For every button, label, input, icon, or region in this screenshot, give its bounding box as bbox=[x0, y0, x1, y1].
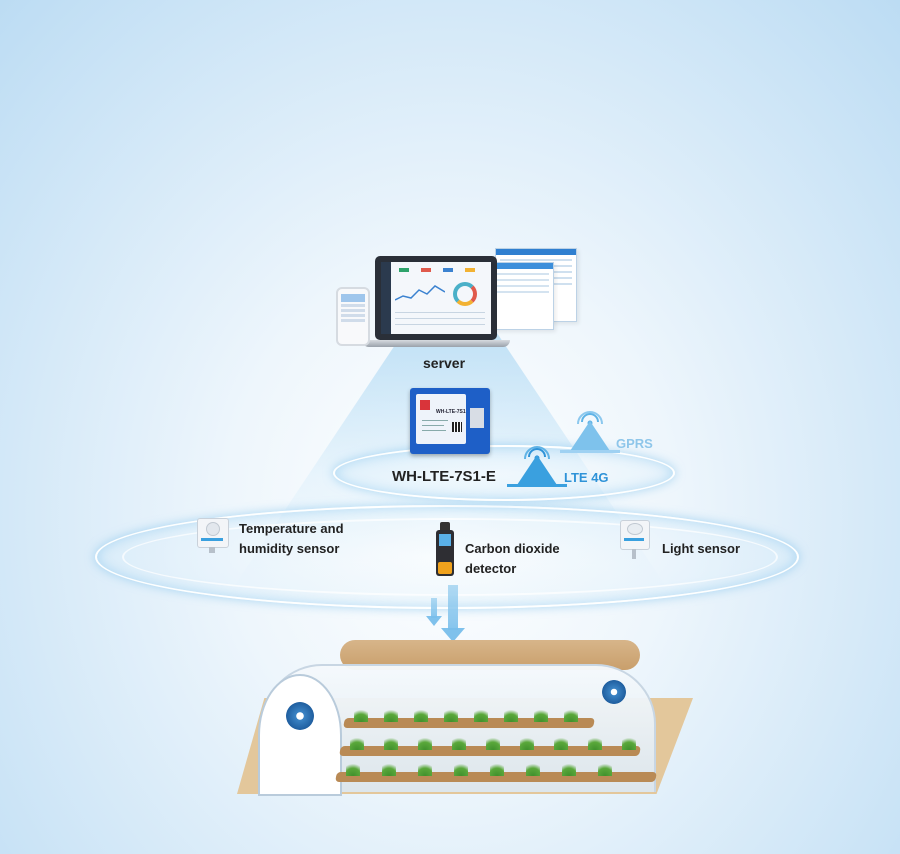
laptop-icon bbox=[375, 256, 497, 340]
plant bbox=[384, 706, 398, 722]
fan-icon bbox=[286, 702, 314, 730]
plant bbox=[588, 734, 602, 750]
light-sensor-label: Light sensor bbox=[662, 541, 741, 556]
plant bbox=[520, 734, 534, 750]
plant bbox=[418, 734, 432, 750]
down-arrowhead-large bbox=[441, 628, 465, 642]
network-ring bbox=[333, 445, 675, 501]
gprs-label: GPRS bbox=[616, 436, 653, 451]
plant bbox=[454, 760, 468, 776]
fan-icon-right bbox=[602, 680, 626, 704]
plant bbox=[350, 734, 364, 750]
greenhouse-icon bbox=[258, 664, 657, 796]
gprs-tower-base bbox=[560, 450, 620, 453]
down-arrow-small bbox=[431, 598, 437, 618]
plant bbox=[490, 760, 504, 776]
co2-label-1: Carbon dioxide bbox=[465, 541, 560, 556]
temperature-humidity-sensor-icon bbox=[197, 518, 229, 553]
plant bbox=[444, 706, 458, 722]
server-label: server bbox=[423, 355, 466, 371]
plant bbox=[504, 706, 518, 722]
plant bbox=[474, 706, 488, 722]
lte-module-icon: WH-LTE-7S1 bbox=[410, 388, 490, 454]
plant bbox=[486, 734, 500, 750]
phone-icon bbox=[336, 287, 370, 346]
plant bbox=[562, 760, 576, 776]
light-sensor-icon bbox=[620, 520, 650, 560]
plant bbox=[564, 706, 578, 722]
plant bbox=[452, 734, 466, 750]
greenhouse-endcap-left bbox=[258, 674, 342, 796]
temp-sensor-label-2: humidity sensor bbox=[239, 541, 340, 556]
planting-bed bbox=[343, 718, 595, 728]
module-chip-text: WH-LTE-7S1 bbox=[436, 409, 466, 415]
plant bbox=[418, 760, 432, 776]
lte-tower-icon bbox=[517, 455, 557, 485]
plant bbox=[346, 760, 360, 776]
plant bbox=[526, 760, 540, 776]
laptop-base bbox=[362, 340, 510, 347]
co2-label-2: detector bbox=[465, 561, 517, 576]
plant bbox=[384, 734, 398, 750]
down-arrow-large bbox=[448, 585, 458, 630]
down-arrowhead-small bbox=[426, 616, 442, 626]
module-label: WH-LTE-7S1-E bbox=[392, 468, 496, 485]
plant bbox=[354, 706, 368, 722]
plant bbox=[382, 760, 396, 776]
temp-sensor-label-1: Temperature and bbox=[239, 521, 344, 536]
signal-tower-icon bbox=[570, 421, 610, 451]
plant bbox=[414, 706, 428, 722]
plant bbox=[598, 760, 612, 776]
plant bbox=[554, 734, 568, 750]
co2-detector-icon bbox=[436, 522, 454, 577]
lte-label: LTE 4G bbox=[564, 470, 609, 485]
plant bbox=[534, 706, 548, 722]
plant bbox=[622, 734, 636, 750]
lte-tower-base bbox=[507, 484, 567, 487]
